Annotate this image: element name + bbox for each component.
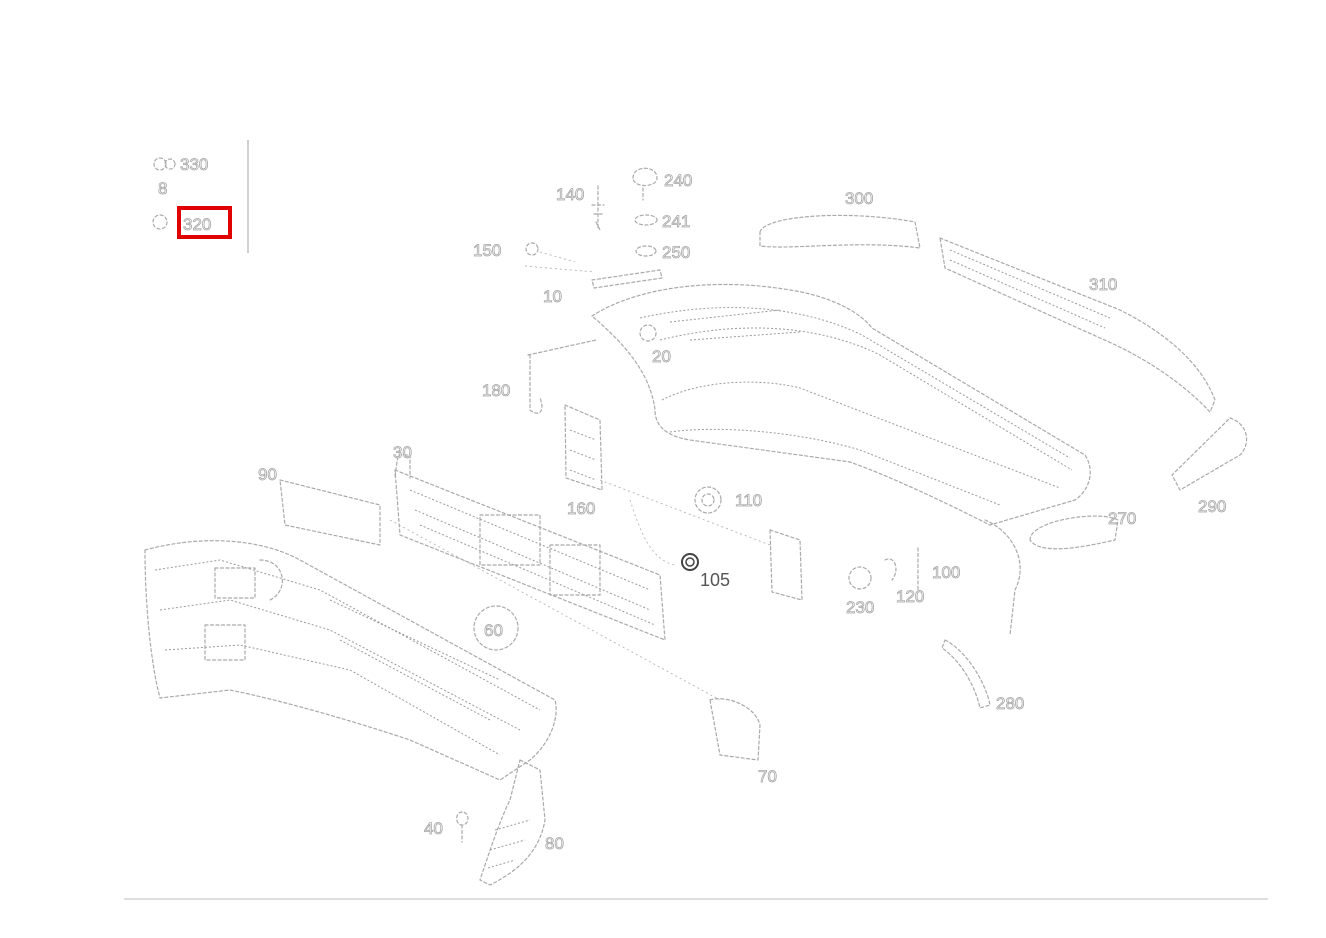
- callout-120[interactable]: 120: [896, 587, 925, 607]
- legend-nut-icon: [164, 158, 176, 170]
- callout-240[interactable]: 240: [664, 171, 693, 191]
- callout-110[interactable]: 110: [735, 491, 763, 511]
- legend-screw-icon: [152, 214, 168, 230]
- lower-bracket-80: [456, 759, 546, 886]
- callout-180[interactable]: 180: [482, 381, 511, 401]
- bracket-20-icon: [591, 269, 663, 289]
- legend-washer-icon: [153, 157, 167, 171]
- callout-150[interactable]: 150: [473, 241, 502, 261]
- callout-labels: 140 240 241 250 150 10 20 300 310 180 30…: [258, 171, 1227, 854]
- callout-90[interactable]: 90: [258, 465, 278, 485]
- fastener-group-top: [524, 167, 663, 289]
- callout-140[interactable]: 140: [556, 185, 585, 205]
- nut-150-icon: [525, 242, 539, 256]
- detail-circle-60: [473, 605, 519, 651]
- callout-310[interactable]: 310: [1089, 275, 1118, 295]
- grommet-105-icon: [681, 553, 699, 571]
- callout-20[interactable]: 20: [652, 347, 672, 367]
- callout-241[interactable]: 241: [662, 212, 691, 232]
- bumper-cover-lower: [144, 540, 557, 781]
- callout-60[interactable]: 60: [484, 621, 504, 641]
- callout-250[interactable]: 250: [662, 243, 691, 263]
- bolt-140-icon: [591, 185, 605, 231]
- reinforcement-bar: [279, 454, 761, 761]
- grommet-110-icon: [694, 486, 722, 514]
- nut-230-icon: [848, 566, 872, 590]
- clip-241-icon: [634, 214, 658, 226]
- callout-290[interactable]: 290: [1198, 497, 1227, 517]
- callout-80[interactable]: 80: [545, 834, 565, 854]
- callout-105[interactable]: 105: [700, 570, 730, 590]
- callout-40[interactable]: 40: [424, 819, 444, 839]
- clip-250-icon: [635, 245, 657, 257]
- trim-strips: [759, 214, 1248, 550]
- bracket-70-icon: [709, 698, 761, 761]
- legend-label-8: 8: [158, 179, 167, 198]
- end-cap-290-icon: [1171, 417, 1248, 491]
- callout-160[interactable]: 160: [567, 499, 596, 519]
- legend-label-320[interactable]: 320: [183, 215, 212, 235]
- reflector-270-icon: [1029, 515, 1119, 550]
- callout-10[interactable]: 10: [543, 287, 563, 307]
- corner-guard-280: [941, 639, 991, 709]
- callout-70[interactable]: 70: [758, 767, 778, 787]
- callout-280[interactable]: 280: [996, 694, 1025, 714]
- callout-100[interactable]: 100: [932, 563, 961, 583]
- callout-230[interactable]: 230: [846, 598, 875, 618]
- callout-300[interactable]: 300: [845, 189, 874, 209]
- grommet-240-icon: [632, 167, 658, 201]
- bolt-120-icon: [884, 547, 919, 591]
- legend: 330 8 320: [152, 140, 249, 253]
- bracket-100-icon: [769, 529, 803, 601]
- fastener-group-middle: [599, 479, 919, 601]
- bumper-cover-upper: [591, 283, 1091, 636]
- callout-30[interactable]: 30: [393, 443, 413, 463]
- bolt-40-icon: [456, 811, 469, 843]
- highlight-box-320: [177, 206, 232, 239]
- rear-bracket-180: [527, 339, 603, 491]
- callout-270[interactable]: 270: [1108, 509, 1137, 529]
- legend-label-330: 330: [180, 155, 208, 174]
